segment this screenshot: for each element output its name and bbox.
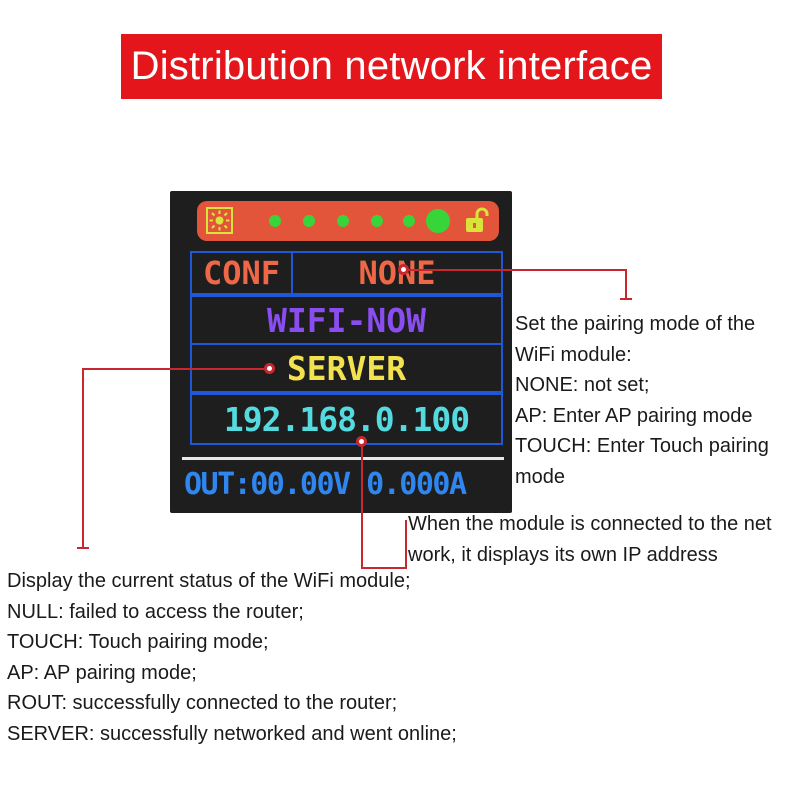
annotation-line: AP: AP pairing mode;	[7, 661, 197, 684]
callout-line	[625, 269, 627, 299]
unlock-icon	[466, 207, 489, 232]
callout-line	[620, 298, 632, 300]
callout-line	[404, 269, 626, 271]
annotation-line: AP: Enter AP pairing mode	[515, 404, 753, 427]
page-title-banner: Distribution network interface	[121, 34, 662, 99]
callout-line	[82, 368, 84, 548]
status-bar	[197, 201, 499, 241]
callout-line	[361, 441, 363, 568]
ip-address-cell: 192.168.0.100	[190, 393, 503, 445]
pairing-mode-cell: NONE	[291, 251, 503, 295]
divider	[182, 457, 504, 460]
pairing-mode-value: NONE	[358, 254, 436, 292]
pairing-mode-annotation: Set the pairing mode of the WiFi module:…	[515, 309, 769, 492]
annotation-line: Display the current status of the WiFi m…	[7, 570, 411, 592]
output-readout: OUT:00.00V 0.000A	[184, 467, 467, 502]
annotation-line: WiFi module:	[515, 343, 632, 366]
app-name: WIFI-NOW	[267, 300, 426, 340]
conf-label: CONF	[202, 254, 281, 292]
indicator-dot-icon	[371, 215, 383, 227]
wifi-status-annotation: Display the current status of the WiFi m…	[7, 566, 457, 749]
callout-dot-icon	[398, 264, 409, 275]
annotation-line: NONE: not set;	[515, 374, 650, 396]
callout-line	[77, 547, 89, 549]
annotation-line: Set the pairing mode of the	[515, 313, 756, 335]
indicator-dot-icon	[403, 215, 415, 227]
callout-dot-icon	[356, 436, 367, 447]
indicator-large-dot-icon	[426, 209, 450, 233]
annotation-line: TOUCH: Touch pairing mode;	[7, 631, 269, 653]
ip-address-value: 192.168.0.100	[223, 399, 470, 439]
indicator-dot-icon	[269, 215, 281, 227]
indicator-dot-icon	[337, 215, 349, 227]
callout-line	[405, 520, 407, 569]
annotation-line: ROUT: successfully connected to the rout…	[7, 692, 398, 714]
callout-line	[82, 368, 271, 370]
conf-label-cell: CONF	[190, 251, 293, 295]
callout-line	[361, 567, 406, 569]
indicator-dot-icon	[303, 215, 315, 227]
callout-dot-icon	[264, 363, 275, 374]
ip-address-annotation: When the module is connected to the net …	[408, 509, 772, 570]
page-title: Distribution network interface	[130, 44, 653, 88]
wifi-status-cell: SERVER	[190, 343, 503, 393]
annotation-line: SERVER: successfully networked and went …	[7, 722, 457, 745]
annotation-line: mode	[515, 465, 566, 488]
annotation-line: NULL: failed to access the router;	[7, 600, 304, 623]
annotation-line: work, it displays its own IP address	[408, 543, 718, 566]
annotation-line: TOUCH: Enter Touch pairing	[515, 435, 769, 457]
sun-icon	[206, 207, 233, 234]
wifi-status-value: SERVER	[286, 348, 407, 388]
lcd-screen: CONF NONE WIFI-NOW SERVER 192.168.0.100 …	[170, 191, 512, 513]
app-name-cell: WIFI-NOW	[190, 295, 503, 345]
annotation-line: When the module is connected to the net	[408, 513, 772, 535]
